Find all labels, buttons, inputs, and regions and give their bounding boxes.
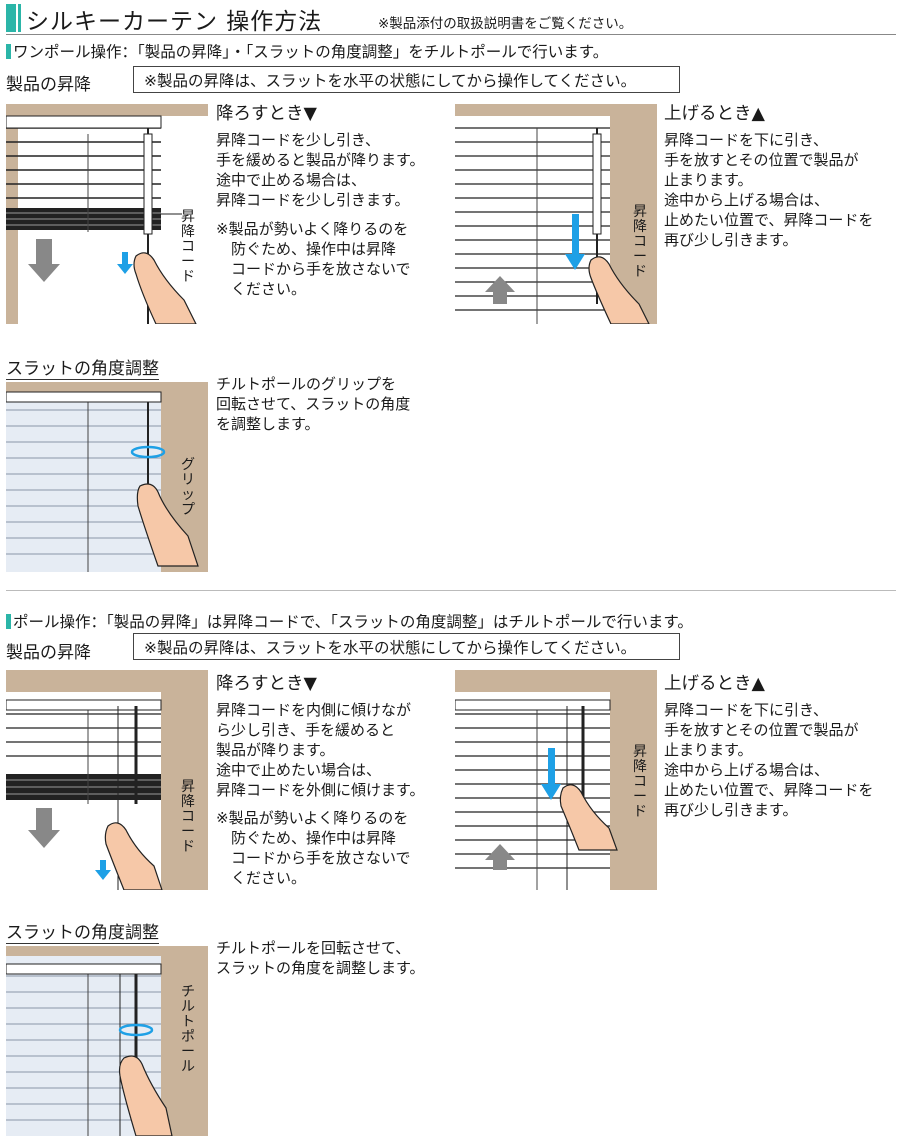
section2-down-title: 降ろすとき▼ — [216, 674, 317, 694]
section1-up-title: 上げるとき▲ — [664, 104, 765, 124]
section1-grip-label: グリップ — [181, 457, 195, 518]
manual-note: ※製品添付の取扱説明書をご覧ください。 — [378, 16, 633, 32]
title-accent-bar-thin — [18, 4, 21, 32]
section1-up-text: 昇降コードを下に引き、 手を放すとその位置で製品が 止まります。 途中から上げる… — [664, 131, 874, 249]
section2-heading: ポール操作：「製品の昇降」は昇降コードで、「スラットの角度調整」はチルトポールで… — [6, 610, 693, 632]
illustration-pole-lower — [6, 670, 208, 890]
section2-down-cord-label: 昇降コード — [181, 779, 195, 855]
section2-down-text: 昇降コードを内側に傾けなが ら少し引き、手を緩めると 製品が降ります。 途中で止… — [216, 701, 425, 799]
illustration-pole-raise — [455, 670, 657, 890]
section1-slat-label: スラットの角度調整 — [6, 354, 159, 380]
section1-down-title: 降ろすとき▼ — [216, 104, 317, 124]
section1-up-cord-label: 昇降コード — [633, 204, 647, 280]
illustration-pole-slat — [6, 946, 208, 1136]
section2-raise-note: ※製品の昇降は、スラットを水平の状態にしてから操作してください。 — [133, 633, 680, 660]
section2-up-cord-label: 昇降コード — [633, 744, 647, 820]
section2-raise-label: 製品の昇降 — [6, 643, 91, 663]
section2-slat-text: チルトポールを回転させて、 スラットの角度を調整します。 — [216, 939, 425, 977]
section1-down-text: 昇降コードを少し引き、 手を緩めると製品が降ります。 途中で止める場合は、 昇降… — [216, 131, 425, 209]
page-title: シルキーカーテン 操作方法 — [26, 9, 323, 35]
section-divider — [6, 590, 896, 591]
title-accent-bar — [6, 4, 16, 32]
section1-raise-note: ※製品の昇降は、スラットを水平の状態にしてから操作してください。 — [133, 66, 680, 93]
illustration-onepole-slat — [6, 382, 208, 572]
section1-raise-label: 製品の昇降 — [6, 75, 91, 95]
section2-down-caution: ※製品が勢いよく降りるのを 防ぐため、操作中は昇降 コードから手を放さないで く… — [216, 809, 411, 887]
illustration-onepole-raise — [455, 104, 657, 324]
section2-up-title: 上げるとき▲ — [664, 674, 765, 694]
section2-up-text: 昇降コードを下に引き、 手を放すとその位置で製品が 止まります。 途中から上げる… — [664, 701, 874, 819]
title-divider — [6, 34, 896, 35]
section1-down-caution: ※製品が勢いよく降りるのを 防ぐため、操作中は昇降 コードから手を放さないで く… — [216, 220, 411, 298]
section1-slat-text: チルトポールのグリップを 回転させて、スラットの角度 を調整します。 — [216, 375, 411, 433]
section2-slat-label: スラットの角度調整 — [6, 918, 159, 944]
section1-heading: ワンポール操作：「製品の昇降」・「スラットの角度調整」をチルトポールで行います。 — [6, 40, 608, 62]
section2-pole-label: チルトポール — [181, 984, 195, 1075]
section1-down-cord-label: 昇降コード — [181, 209, 195, 285]
illustration-onepole-lower — [6, 104, 208, 324]
